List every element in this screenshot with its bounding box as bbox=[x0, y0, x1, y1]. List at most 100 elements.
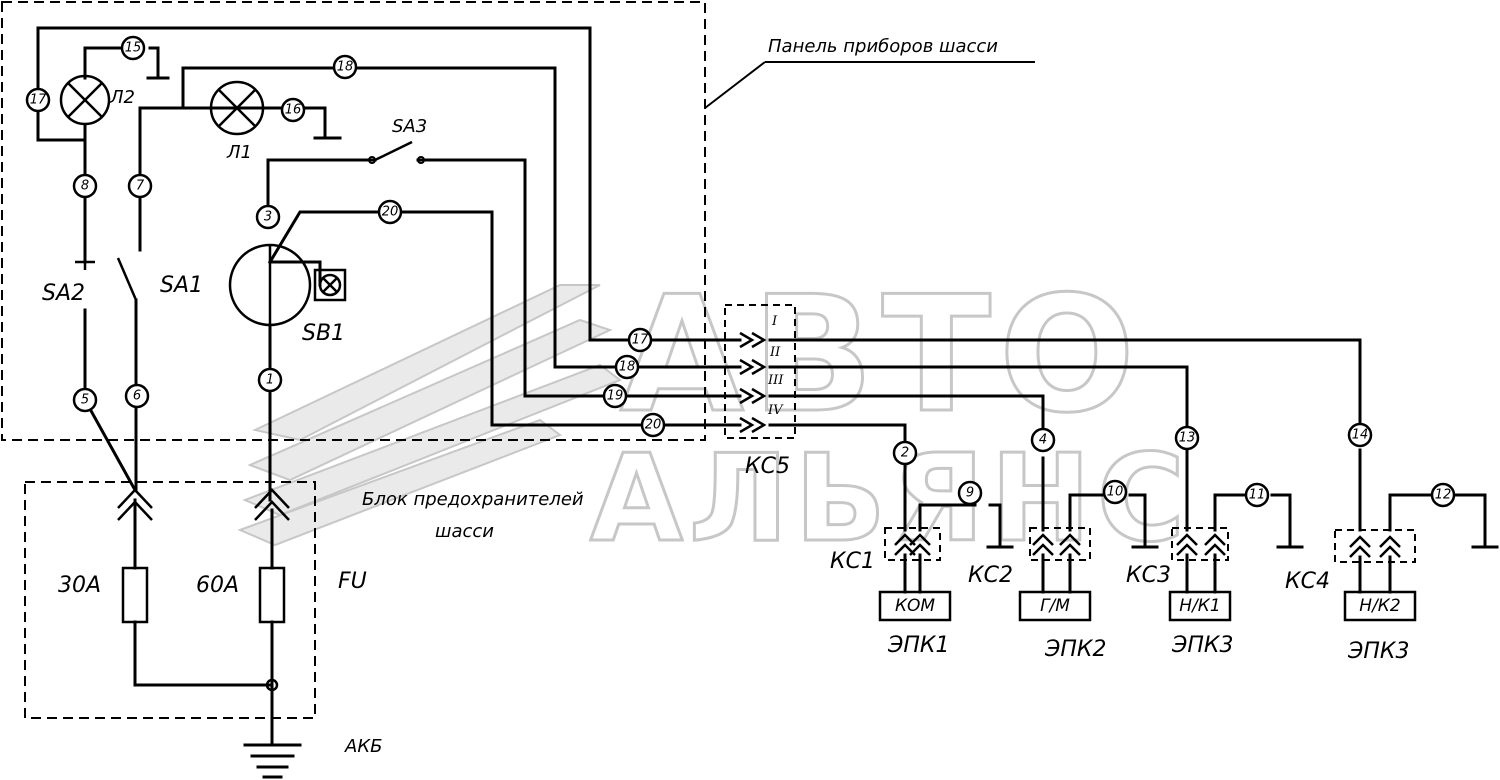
svg-text:6: 6 bbox=[133, 389, 141, 404]
wire-node-20b: 20 bbox=[640, 412, 666, 438]
valve-2: Г/М ЭПК2 bbox=[1018, 590, 1107, 662]
battery-label: АКБ bbox=[344, 736, 382, 757]
valve-4-code: Н/К2 bbox=[1359, 596, 1400, 616]
wire-node-10: 10 bbox=[1102, 479, 1128, 505]
wire-node-12: 12 bbox=[1430, 482, 1456, 508]
wire-node-2: 2 bbox=[892, 440, 918, 466]
wire-number-nodes: 1 2 3 4 5 6 7 8 9 10 11 12 13 14 15 16 1… bbox=[25, 35, 1456, 508]
junction-node bbox=[265, 678, 279, 692]
wire-node-7: 7 bbox=[127, 173, 153, 199]
svg-text:5: 5 bbox=[81, 393, 89, 408]
svg-text:8: 8 bbox=[81, 179, 89, 194]
svg-text:19: 19 bbox=[607, 389, 624, 404]
wire-node-17b: 17 bbox=[627, 327, 653, 353]
connector-ks5: I II III IV КС5 bbox=[724, 304, 796, 479]
lamp-l2-label: Л2 bbox=[109, 87, 135, 108]
connector-ks4: КС4 bbox=[1285, 529, 1416, 594]
svg-text:15: 15 bbox=[125, 41, 142, 56]
wire-node-3: 3 bbox=[255, 204, 281, 230]
valve-3: Н/К1 ЭПК3 bbox=[1168, 590, 1234, 658]
wire-node-18b: 18 bbox=[614, 354, 640, 380]
wire-node-5: 5 bbox=[72, 387, 98, 413]
wire-node-9: 9 bbox=[957, 480, 983, 506]
fuse-fu-label: FU bbox=[338, 569, 367, 594]
svg-text:13: 13 bbox=[1179, 431, 1196, 446]
svg-text:14: 14 bbox=[1352, 428, 1369, 443]
watermark-line2: АЛЬЯНС bbox=[590, 430, 1191, 569]
svg-text:18: 18 bbox=[337, 60, 354, 75]
panel-boundary bbox=[1, 1, 706, 441]
connector-ks2: КС2 bbox=[968, 527, 1091, 594]
wire-node-17a: 17 bbox=[25, 87, 51, 113]
svg-text:16: 16 bbox=[285, 103, 302, 118]
valve-4-name: ЭПК3 bbox=[1347, 639, 1410, 664]
wire-node-11: 11 bbox=[1244, 482, 1270, 508]
fuse-60a-label: 60А bbox=[196, 573, 239, 598]
svg-text:20: 20 bbox=[382, 205, 399, 220]
ks1-label: КС1 bbox=[830, 549, 875, 574]
wire-node-13: 13 bbox=[1174, 425, 1200, 451]
fuse-60a: 60А bbox=[196, 566, 286, 624]
switch-sa3-label: SA3 bbox=[392, 116, 427, 137]
watermark: АВТО АЛЬЯНС bbox=[237, 260, 1191, 571]
button-sb1-label: SB1 bbox=[302, 321, 345, 346]
panel-label: Панель приборов шасси bbox=[768, 36, 998, 57]
panel-label-leader bbox=[704, 61, 766, 109]
valve-3-code: Н/К1 bbox=[1179, 596, 1220, 616]
svg-text:4: 4 bbox=[1039, 433, 1047, 448]
valve-1-name: ЭПК1 bbox=[887, 633, 950, 658]
svg-text:17: 17 bbox=[632, 333, 649, 348]
switch-sa1-label: SA1 bbox=[160, 273, 203, 298]
ks3-label: КС3 bbox=[1126, 563, 1171, 588]
ks2-label: КС2 bbox=[968, 563, 1013, 588]
svg-text:17: 17 bbox=[30, 93, 47, 108]
svg-text:1: 1 bbox=[266, 373, 274, 388]
svg-text:9: 9 bbox=[966, 486, 974, 501]
svg-text:18: 18 bbox=[619, 360, 636, 375]
fuse-block-label-2: шасси bbox=[435, 521, 494, 542]
svg-text:20: 20 bbox=[645, 418, 662, 433]
wire-node-14: 14 bbox=[1347, 422, 1373, 448]
valve-2-name: ЭПК2 bbox=[1044, 637, 1107, 662]
fuse-30a-label: 30А bbox=[58, 573, 101, 598]
connector-ks3: КС3 bbox=[1126, 527, 1229, 594]
lamp-l1: Л1 bbox=[209, 80, 265, 163]
svg-text:12: 12 bbox=[1435, 488, 1452, 503]
lamp-l1-label: Л1 bbox=[226, 142, 252, 163]
wire-node-16: 16 bbox=[280, 97, 306, 123]
switch-sa3: SA3 bbox=[368, 116, 427, 164]
valve-1-code: КОМ bbox=[895, 596, 935, 616]
wire-node-15: 15 bbox=[120, 35, 146, 61]
svg-text:10: 10 bbox=[1107, 485, 1124, 500]
ks5-pin-1: I bbox=[771, 314, 778, 329]
wire-node-6: 6 bbox=[124, 383, 150, 409]
svg-text:2: 2 bbox=[901, 446, 909, 461]
svg-text:7: 7 bbox=[136, 179, 145, 194]
fuse-30a: 30А bbox=[58, 566, 149, 624]
ks4-label: КС4 bbox=[1285, 569, 1330, 594]
switch-sa2: SA2 bbox=[42, 260, 95, 306]
wire-node-19: 19 bbox=[602, 383, 628, 409]
wire-node-1: 1 bbox=[257, 367, 283, 393]
svg-text:3: 3 bbox=[264, 210, 272, 225]
wire-node-8: 8 bbox=[72, 173, 98, 199]
ks5-label: КС5 bbox=[745, 454, 790, 479]
valve-3-name: ЭПК3 bbox=[1171, 633, 1234, 658]
fuse-connectors bbox=[117, 488, 290, 521]
valve-4: Н/К2 ЭПК3 bbox=[1343, 590, 1417, 664]
switch-sa2-label: SA2 bbox=[42, 281, 85, 306]
ks5-pin-3: III bbox=[767, 373, 784, 388]
wire-node-20a: 20 bbox=[377, 199, 403, 225]
lamp-l2: Л2 bbox=[59, 74, 135, 126]
ks5-pin-4: IV bbox=[767, 403, 784, 418]
valve-2-code: Г/М bbox=[1040, 596, 1070, 616]
connector-ks1: КС1 bbox=[830, 527, 941, 594]
ks5-pin-2: II bbox=[769, 345, 781, 360]
valve-1: КОМ ЭПК1 bbox=[878, 590, 952, 658]
wire-node-4: 4 bbox=[1030, 427, 1056, 453]
fuse-block-boundary bbox=[24, 481, 316, 719]
watermark-line1: АВТО bbox=[620, 261, 1143, 448]
switch-sa1: SA1 bbox=[116, 257, 203, 301]
wire-node-18a: 18 bbox=[332, 54, 358, 80]
